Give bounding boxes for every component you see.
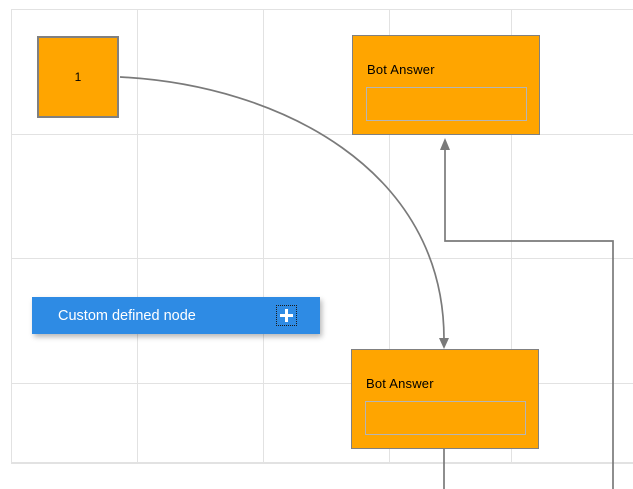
node-bot-answer-top[interactable]: Bot Answer — [352, 35, 540, 135]
bezier-connector[interactable] — [119, 76, 449, 349]
orthogonal-connector[interactable] — [440, 138, 614, 489]
plus-icon — [285, 309, 288, 322]
node-bot-answer-bottom[interactable]: Bot Answer — [351, 349, 539, 449]
arrow-up-icon — [440, 138, 450, 150]
node-custom-defined[interactable]: Custom defined node — [32, 297, 320, 334]
custom-node-label: Custom defined node — [58, 307, 196, 324]
grid — [11, 9, 633, 464]
node-start[interactable]: 1 — [37, 36, 119, 118]
bot-answer-title: Bot Answer — [366, 376, 434, 391]
add-button[interactable] — [276, 305, 297, 326]
arrow-down-icon — [439, 338, 449, 349]
node-start-label: 1 — [74, 70, 82, 84]
bot-answer-input[interactable] — [365, 401, 526, 435]
bot-answer-title: Bot Answer — [367, 62, 435, 77]
bot-answer-input[interactable] — [366, 87, 527, 121]
